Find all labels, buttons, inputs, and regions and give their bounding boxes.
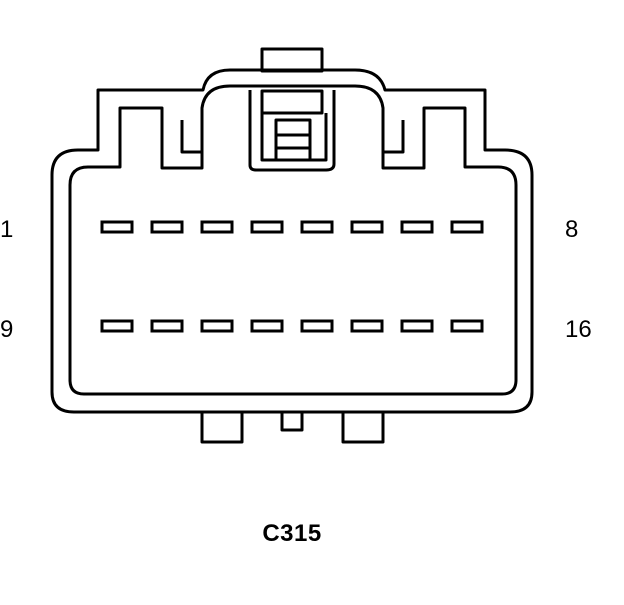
pin-cavity	[300, 319, 334, 333]
left-notch	[180, 120, 202, 154]
right-notch	[383, 120, 405, 154]
latch-lock-block	[260, 89, 324, 115]
pin-cavity	[200, 220, 234, 234]
pin-cavity	[200, 319, 234, 333]
pin-cavity	[150, 319, 184, 333]
bottom-key-right	[341, 410, 385, 444]
pin-cavity	[450, 319, 484, 333]
top-latch-tab	[260, 47, 324, 73]
pin-cavity	[250, 220, 284, 234]
pin-cavity	[250, 319, 284, 333]
latch-finger	[274, 118, 312, 162]
pin-cavity	[100, 319, 134, 333]
pin-cavity	[450, 220, 484, 234]
bottom-key-left	[200, 410, 244, 444]
pin-label-row2-end: 16	[565, 316, 592, 343]
connector-id-caption: C315	[262, 520, 322, 547]
pin-label-row1-start: 1	[0, 216, 14, 243]
pin-cavity	[150, 220, 184, 234]
pin-cavity	[300, 220, 334, 234]
housing-inner-outline	[68, 84, 518, 396]
latch-housing	[248, 90, 336, 172]
pin-cavity	[400, 319, 434, 333]
bottom-key-center	[280, 410, 304, 432]
pin-label-row1-end: 8	[565, 216, 579, 243]
pin-label-row2-start: 9	[0, 316, 14, 343]
pin-cavity	[350, 220, 384, 234]
pin-cavity	[350, 319, 384, 333]
pin-cavity	[400, 220, 434, 234]
pin-cavity	[100, 220, 134, 234]
